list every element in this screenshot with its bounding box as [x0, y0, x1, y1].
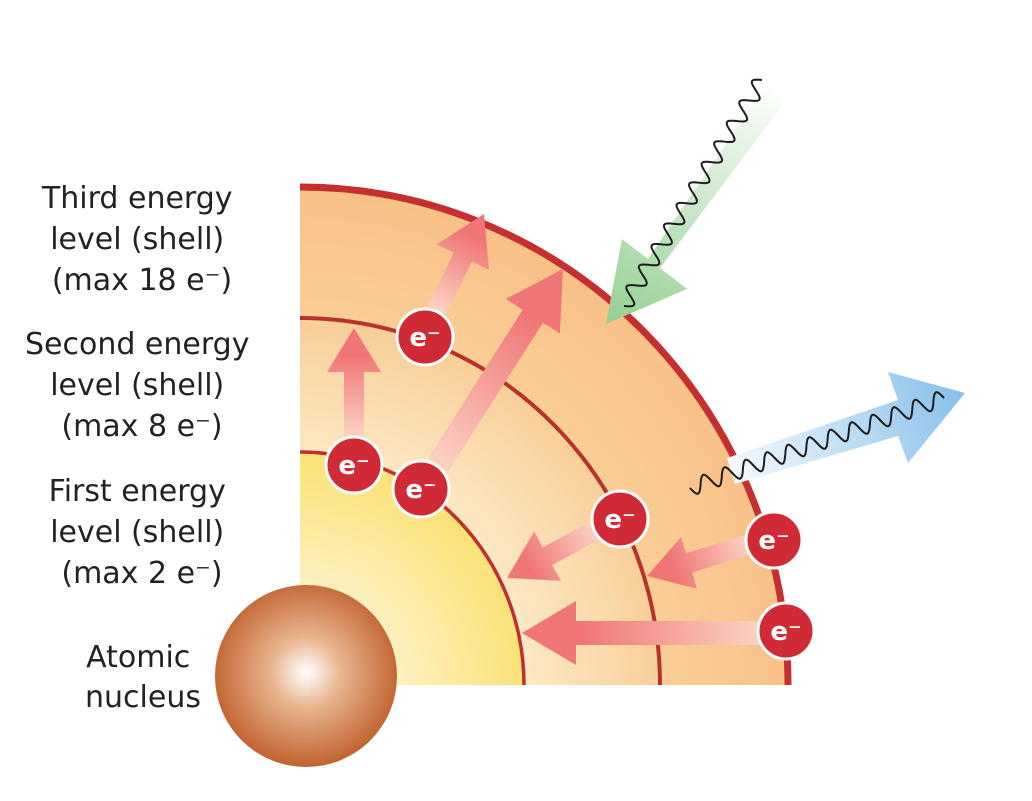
arrow-third-to-second	[647, 534, 753, 589]
electron-label: e⁻	[409, 323, 440, 353]
absorbed-photon-wave	[623, 78, 763, 308]
electron-label: e⁻	[338, 451, 369, 481]
arrow-second-to-first	[507, 521, 601, 581]
electron-label: e⁻	[758, 526, 789, 556]
emitted-photon-wave	[689, 391, 945, 495]
electron-third-shell-upper: e⁻	[395, 307, 455, 367]
electron-second-shell-right: e⁻	[590, 489, 650, 549]
second-energy-level-label: Second energy level (shell) (max 8 e⁻)	[25, 327, 259, 444]
atomic-nucleus-label: Atomic nucleus	[85, 640, 201, 715]
electron-label: e⁻	[770, 617, 801, 647]
second-energy-level-line	[299, 316, 662, 686]
arrow-third-to-outer	[428, 214, 489, 315]
absorbed-photon-arrow-shape	[606, 85, 786, 324]
arrow-third-to-first	[522, 601, 760, 665]
electron-first-shell-center: e⁻	[391, 459, 451, 519]
third-energy-level-label: Third energy level (shell) (max 18 e⁻)	[41, 181, 242, 298]
electron-third-shell-right-upper: e⁻	[744, 510, 804, 570]
electron-third-shell-right-lower: e⁻	[756, 601, 816, 661]
electron-transition-arrows	[327, 214, 760, 665]
arrow-second-to-third	[327, 328, 381, 437]
emitted-photon-arrow	[689, 372, 965, 495]
electron-second-shell-left: e⁻	[324, 435, 384, 495]
electron-label: e⁻	[604, 505, 635, 535]
atomic-nucleus	[215, 585, 397, 767]
electron-label: e⁻	[405, 475, 436, 505]
absorbed-photon-arrow	[606, 78, 786, 324]
emitted-photon-arrow-shape	[727, 372, 965, 484]
arrow-first-to-third	[427, 269, 563, 472]
first-energy-level-label: First energy level (shell) (max 2 e⁻)	[49, 474, 236, 591]
